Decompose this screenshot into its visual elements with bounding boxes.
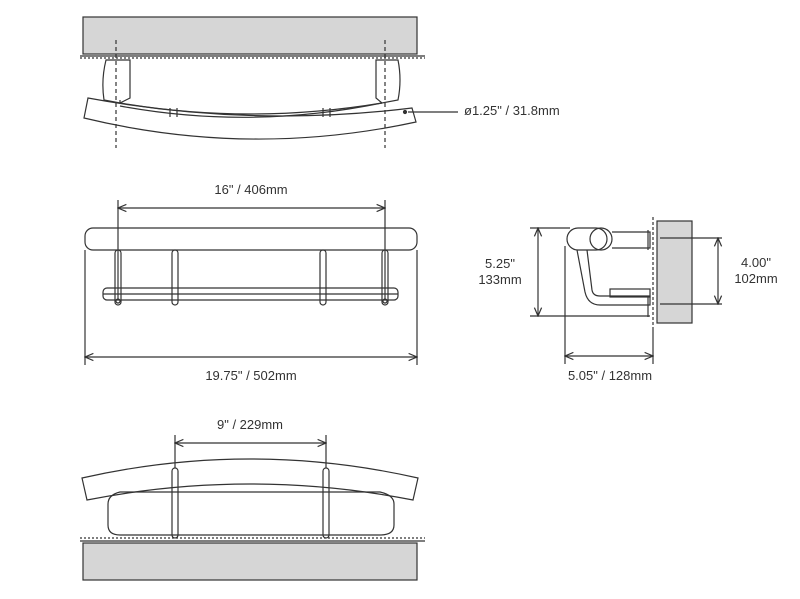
wall bbox=[656, 220, 693, 324]
mount-mm-label: 102mm bbox=[734, 271, 778, 286]
mount-in-label: 4.00" bbox=[741, 255, 771, 270]
wall bbox=[82, 16, 418, 55]
front-view bbox=[85, 200, 417, 365]
bottom-view bbox=[80, 435, 425, 581]
wall bbox=[82, 542, 418, 581]
top-view bbox=[80, 16, 458, 148]
side-view bbox=[530, 217, 722, 364]
overall-length-label: 19.75" / 502mm bbox=[205, 368, 297, 383]
depth-label: 5.05" / 128mm bbox=[567, 368, 653, 383]
post-spacing-label: 16" / 406mm bbox=[214, 182, 288, 197]
height-in-label: 5.25" bbox=[485, 256, 515, 271]
bottom-spacing-label: 9" / 229mm bbox=[216, 417, 284, 432]
diameter-label: ø1.25" / 31.8mm bbox=[464, 103, 560, 118]
height-mm-label: 133mm bbox=[478, 272, 522, 287]
